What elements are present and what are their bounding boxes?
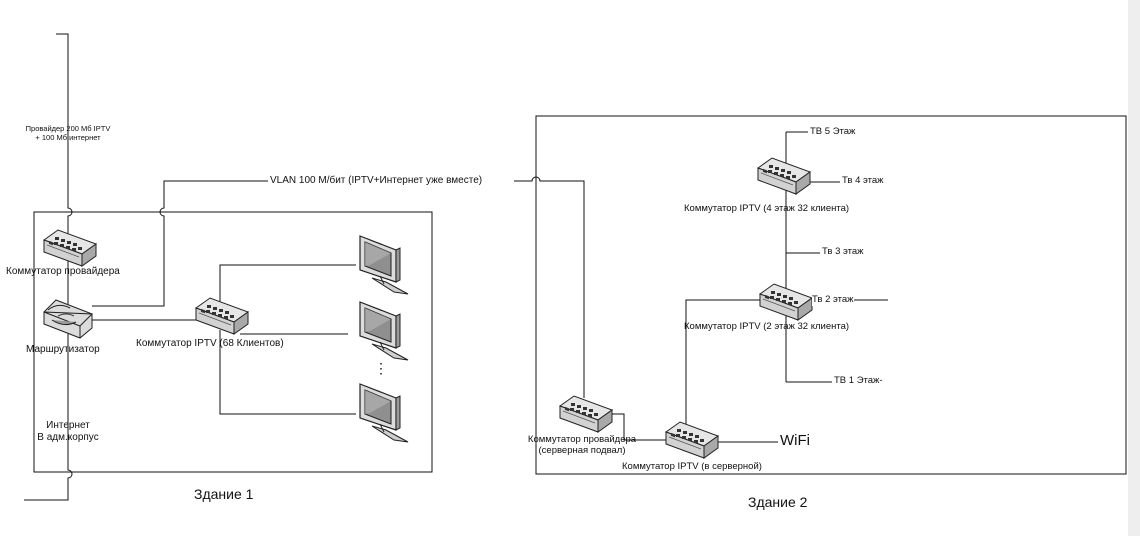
tv-floor2-label: Тв 2 этаж (812, 294, 854, 306)
router-device[interactable] (43, 299, 93, 339)
internet-label: Интернет В адм.корпус (30, 420, 106, 443)
building1-title: Здание 1 (194, 486, 254, 502)
tv-floor3-label: Тв 3 этаж (822, 246, 864, 257)
b1-links (92, 264, 356, 415)
vlan-link-label: VLAN 100 М/бит (IPTV+Интернет уже вместе… (270, 175, 483, 187)
tv-monitor-2[interactable] (359, 301, 409, 361)
iptv-server-switch-label: Коммутатор IPTV (в серверной) (622, 461, 762, 472)
tv-monitor-1[interactable] (359, 235, 409, 295)
tv-monitor-3[interactable] (359, 383, 409, 443)
tv-floor5-label: ТВ 5 Этаж (810, 126, 856, 137)
provider-switch-b2-line2: (серверная подвал) (538, 444, 626, 456)
tv-floor1-label: ТВ 1 Этаж- (834, 375, 883, 386)
provider-switch-b2[interactable] (559, 395, 613, 433)
floor2-switch[interactable] (759, 283, 813, 321)
floor4-switch-label: Коммутатор IPTV (4 этаж 32 клиента) (684, 203, 850, 214)
iptv-server-switch[interactable] (665, 421, 719, 459)
router-label: Маршрутизатор (26, 344, 100, 355)
building2-frame (535, 115, 1127, 475)
wifi-label: WiFi (780, 432, 810, 449)
provider-in-line1: Провайдер 200 Мб IPTV (25, 124, 111, 133)
floor4-switch[interactable] (757, 157, 811, 195)
ellipsis-label: ⋮ (374, 360, 388, 376)
vlan-link (92, 176, 585, 398)
building2-title: Здание 2 (748, 494, 808, 510)
tv-floor4-label: Тв 4 этаж (842, 175, 884, 186)
building1-frame (33, 211, 433, 473)
internet-line2: В адм.корпус (37, 431, 99, 443)
provider-switch-b2-line1: Коммутатор провайдера (527, 434, 637, 445)
floor2-switch-label: Коммутатор IPTV (2 этаж 32 клиента) (684, 321, 850, 332)
right-scroll-edge (1128, 0, 1140, 536)
provider-in-label: Провайдер 200 Мб IPTV + 100 Мб интернет (14, 124, 122, 142)
iptv-switch-b1-label: Коммутатор IPTV (68 Клиентов) (136, 338, 284, 349)
iptv-switch-b1[interactable] (195, 297, 249, 335)
provider-switch-b1[interactable] (43, 229, 97, 267)
provider-switch-b2-label: Коммутатор провайдера (серверная подвал) (516, 434, 648, 457)
provider-line (24, 33, 73, 501)
provider-switch-b1-label: Коммутатор провайдера (6, 266, 120, 277)
internet-line1: Интернет (46, 420, 90, 431)
provider-in-line2: + 100 Мб интернет (35, 132, 101, 142)
